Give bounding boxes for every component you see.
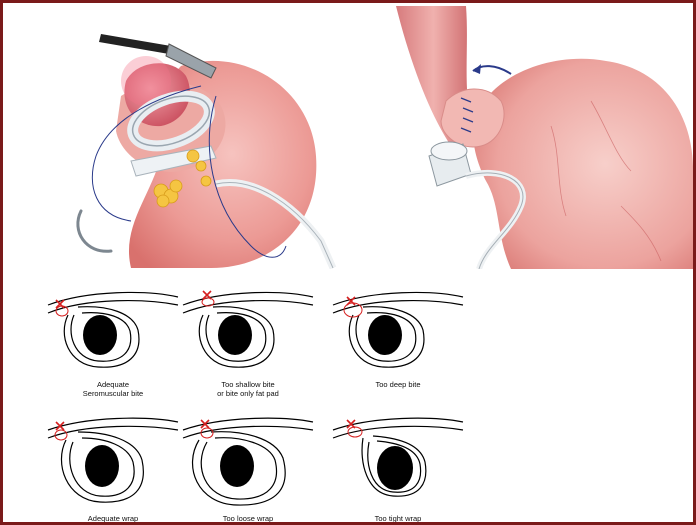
caption-line: or bite only fat pad (173, 389, 323, 398)
caption-line: Adequate (38, 380, 188, 389)
schematic-tight-wrap (323, 408, 473, 518)
schematic-adequate-bite-svg (38, 285, 188, 370)
schematic-loose-wrap (173, 408, 323, 518)
caption-line: Too shallow bite (173, 380, 323, 389)
schematic-shallow-bite (173, 285, 323, 395)
schematic-deep-bite-svg (323, 285, 473, 370)
caption-line: Seromuscular bite (38, 389, 188, 398)
schematic-loose-wrap-svg (173, 408, 323, 508)
completed-wrap-illustration (391, 6, 693, 269)
caption-line: Too loose wrap (173, 514, 323, 523)
wrap-illustration-svg (391, 6, 693, 269)
caption-adequate-bite: Adequate Seromuscular bite (38, 380, 188, 398)
caption-tight-wrap: Too tight wrap (323, 514, 473, 523)
caption-adequate-wrap: Adequate wrap (38, 514, 188, 523)
stomach (473, 59, 693, 269)
caption-loose-wrap: Too loose wrap (173, 514, 323, 523)
grasper-shaft (99, 34, 171, 54)
schematic-adequate-wrap-svg (38, 408, 188, 508)
schematic-adequate-wrap (38, 408, 188, 518)
schematic-shallow-bite-svg (173, 285, 323, 370)
caption-line: Adequate wrap (38, 514, 188, 523)
schematic-deep-bite (323, 285, 473, 395)
device-cap (431, 142, 467, 160)
fundus-wrap (441, 89, 504, 147)
schematic-adequate-bite (38, 285, 188, 395)
suture-needle (78, 211, 111, 251)
suture-illustration-svg (11, 6, 381, 269)
caption-shallow-bite: Too shallow bite or bite only fat pad (173, 380, 323, 398)
schematic-tight-wrap-svg (323, 408, 473, 508)
caption-line: Too deep bite (323, 380, 473, 389)
caption-deep-bite: Too deep bite (323, 380, 473, 389)
fundoplication-suture-illustration (11, 6, 381, 269)
caption-line: Too tight wrap (323, 514, 473, 523)
